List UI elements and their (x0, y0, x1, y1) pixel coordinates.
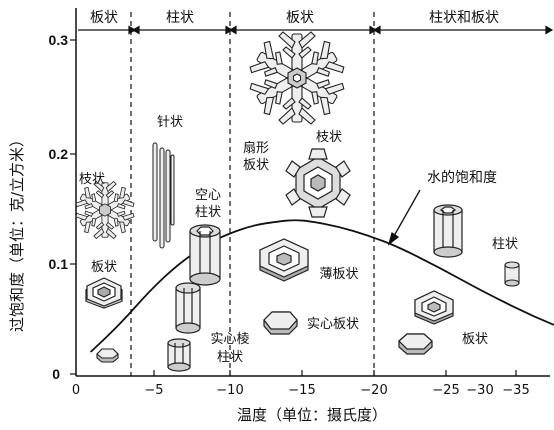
label-thin-plate: 薄板状 (319, 267, 358, 282)
x-tick-label: −20 (360, 383, 387, 398)
solid-prism-icon (167, 338, 191, 372)
axes (75, 8, 550, 377)
y-axis-title: 过饱和度（单位：克/立方米） (8, 132, 26, 332)
label-sector-plate: 扇形板状 (243, 140, 269, 173)
saturation-curve-line (89, 219, 554, 353)
thin-plate-icon (259, 238, 309, 282)
sector-dendrite-icon (285, 148, 351, 218)
y-tick-label: 0.3 (49, 32, 69, 48)
label-plate-right: 板状 (462, 332, 488, 347)
label-plate-left: 板状 (91, 260, 117, 275)
solid-plate-right-icon (398, 333, 433, 355)
hex-plate-right-icon (414, 290, 454, 325)
label-needle: 针状 (157, 115, 183, 130)
curve-label-arrow (387, 189, 421, 246)
x-tick-label: 0 (72, 383, 80, 398)
region-dividers (130, 12, 375, 376)
stellar-dendrite-large-icon (247, 31, 347, 125)
label-solid-plate: 实心板状 (307, 317, 359, 332)
dendrite-small-icon (74, 181, 136, 239)
y-tick-label: 0.1 (49, 256, 69, 272)
region-label: 板状 (286, 10, 314, 26)
region-arrows (78, 25, 554, 35)
label-solid-prism: 实心棱柱状 (210, 331, 249, 365)
x-tick-label: −25 (432, 383, 459, 398)
hollow-column-icon (189, 224, 221, 286)
saturation-curve-label: 水的饱和度 (427, 170, 497, 186)
label-dendrite-mid: 枝状 (316, 130, 342, 145)
y-tick-label: 0.2 (49, 146, 69, 162)
y-tick-label: 0 (52, 366, 60, 382)
label-hollow-column: 空心柱状 (195, 188, 221, 220)
small-column-right-icon (504, 261, 520, 287)
solid-column-icon (175, 282, 201, 334)
region-label: 板状 (90, 10, 118, 26)
x-tick-label: −30 (466, 383, 493, 398)
hollow-column-right-icon (433, 204, 463, 258)
region-label: 柱状和板状 (429, 10, 499, 26)
solid-plate-mid-icon (263, 311, 298, 335)
region-label: 柱状 (166, 10, 194, 26)
x-tick-label: −5 (144, 383, 163, 398)
y-ticks (70, 39, 76, 375)
label-dendrite-left: 枝状 (79, 172, 105, 187)
solid-plate-small-icon (96, 348, 119, 363)
x-tick-label: −10 (216, 383, 243, 398)
x-axis-title: 温度（单位：摄氏度） (237, 406, 387, 424)
hex-plate-left-icon (85, 277, 123, 309)
label-column-right: 柱状 (492, 237, 518, 252)
x-tick-label: −15 (288, 383, 315, 398)
x-tick-label: −35 (502, 383, 529, 398)
needle-crystals-icon (152, 142, 175, 249)
x-ticks (153, 370, 517, 376)
